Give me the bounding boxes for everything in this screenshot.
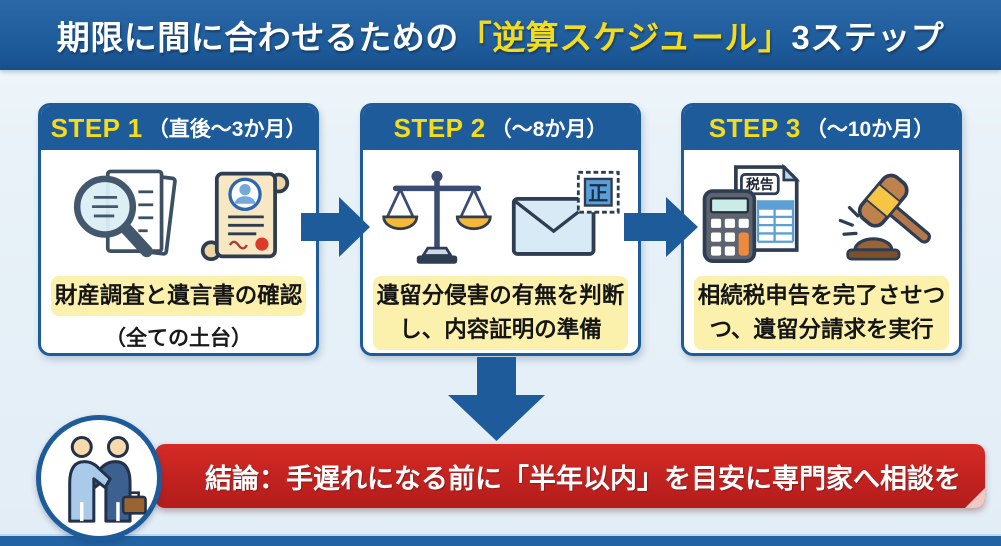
magnifier-documents-icon xyxy=(73,169,177,258)
step1-icons xyxy=(41,150,316,276)
arrow-step2-to-step3-icon xyxy=(624,197,698,257)
title-prefix: 期限に間に合わせるための xyxy=(56,19,459,56)
will-scroll-icon xyxy=(200,171,289,262)
title-highlight: 「逆算スケジュール」 xyxy=(458,19,792,56)
step1-label: STEP 1 xyxy=(50,112,143,143)
step2-icons: 正 xyxy=(363,150,638,276)
step2-header: STEP 2 （〜8か月） xyxy=(363,106,638,150)
step1-period: （直後〜3か月） xyxy=(147,118,307,141)
balance-scale-icon xyxy=(381,170,492,264)
step2-highlight-line1: 遺留分侵害の有無を判断 xyxy=(376,283,625,308)
banner-fold-corner xyxy=(965,488,985,508)
stamp-text: 正 xyxy=(588,183,608,205)
step3-card: STEP 3 （〜10か月） 税告 xyxy=(681,103,962,356)
handshake-icon xyxy=(68,435,147,523)
step3-highlight-line1: 相続税申告を完了させつ xyxy=(697,283,946,308)
title-suffix: 3ステップ xyxy=(791,19,945,56)
step1-header: STEP 1 （直後〜3か月） xyxy=(41,106,316,150)
step3-period: （〜10か月） xyxy=(805,118,935,141)
step2-label: STEP 2 xyxy=(393,112,486,143)
step3-highlight-line2: つ、遺留分請求を実行 xyxy=(709,317,934,342)
step2-highlight-line2: し、内容証明の準備 xyxy=(399,317,602,342)
step3-header: STEP 3 （〜10か月） xyxy=(684,106,959,150)
gavel-icon xyxy=(838,173,931,261)
consultation-badge xyxy=(36,415,162,541)
step3-icons: 税告 xyxy=(684,150,959,276)
arrow-step1-to-step2-icon xyxy=(301,197,370,257)
step2-highlight: 遺留分侵害の有無を判断 し、内容証明の準備 xyxy=(373,276,628,350)
step2-card: STEP 2 （〜8か月） 正 xyxy=(360,103,641,356)
step3-highlight: 相続税申告を完了させつ つ、遺留分請求を実行 xyxy=(694,276,949,350)
arrow-step2-to-conclusion-icon xyxy=(448,357,545,441)
step1-card: STEP 1 （直後〜3か月） xyxy=(38,103,319,356)
certified-mail-icon: 正 xyxy=(511,170,620,256)
tax-calculator-icon: 税告 xyxy=(702,163,800,263)
bottom-accent-bar xyxy=(0,534,1001,546)
page-title: 期限に間に合わせるための「逆算スケジュール」3ステップ xyxy=(0,0,1001,70)
step1-highlight: 財産調査と遺言書の確認 xyxy=(51,276,306,316)
step3-label: STEP 3 xyxy=(708,112,801,143)
conclusion-banner: 結論：手遅れになる前に「半年以内」を目安に専門家へ相談を xyxy=(155,444,985,508)
tax-doc-label: 税告 xyxy=(746,176,774,192)
conclusion-text: 結論：手遅れになる前に「半年以内」を目安に専門家へ相談を xyxy=(205,463,961,494)
step2-period: （〜8か月） xyxy=(490,118,608,141)
step1-note: （全ての土台） xyxy=(105,327,252,350)
